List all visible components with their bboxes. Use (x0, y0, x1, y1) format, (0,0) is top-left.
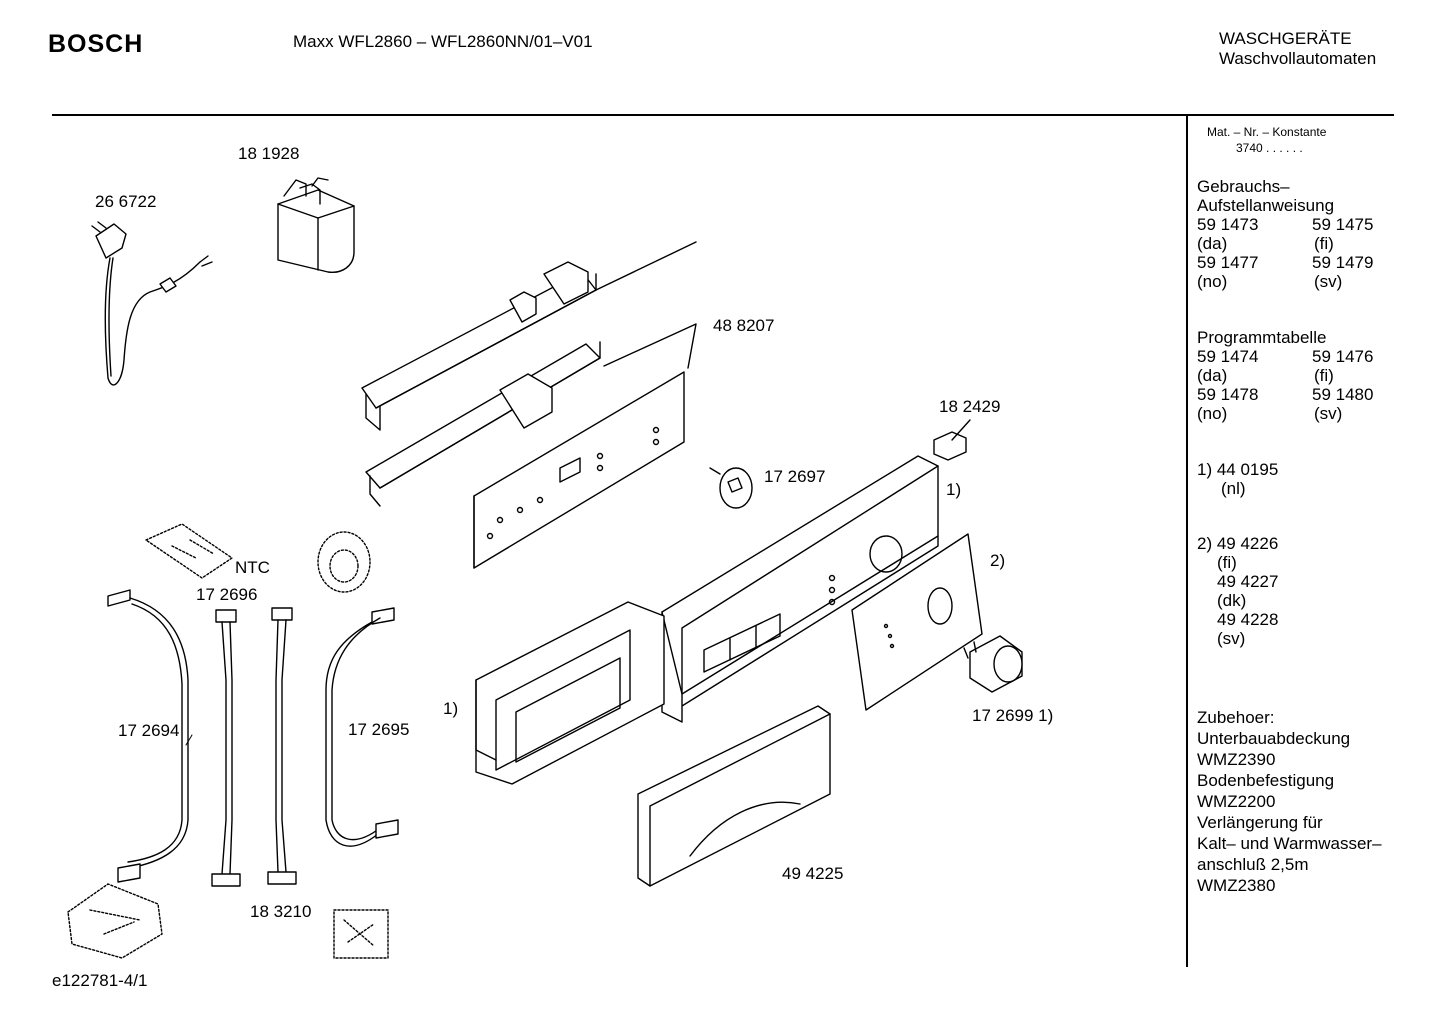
part-label: 17 2699 1) (972, 706, 1054, 725)
note2-line1: 2) 49 4226 (1197, 534, 1279, 553)
manual-row: (fi) (1314, 234, 1334, 253)
note2-line: (dk) (1217, 591, 1247, 610)
accessory-line: Kalt– und Warmwasser– (1197, 834, 1382, 853)
program-row: (sv) (1314, 404, 1343, 423)
accessory-line: anschluß 2,5m (1197, 855, 1309, 874)
program-row: 59 1476 (1312, 347, 1374, 366)
part-label: 48 8207 (713, 316, 775, 335)
manual-title-line2: Aufstellanweisung (1197, 196, 1335, 215)
module-frame-upper-drawing (361, 241, 697, 431)
footnote-marker: 1) (946, 480, 962, 499)
manual-row: 59 1479 (1312, 253, 1374, 272)
accessory-line: WMZ2390 (1197, 750, 1276, 769)
category-label: WASCHGERÄTE (1219, 29, 1352, 48)
note1-line2: (nl) (1221, 479, 1246, 498)
mat-number-value: 3740 . . . . . . (1236, 141, 1303, 155)
sidebar-divider (1186, 116, 1188, 967)
subcategory-label: Waschvollautomaten (1219, 49, 1377, 68)
program-knob-drawing (709, 467, 753, 509)
drawing-id: e122781-4/1 (52, 971, 148, 990)
manual-row: (no) (1197, 272, 1228, 291)
accessory-line: Verlängerung für (1197, 813, 1323, 832)
part-label: 26 6722 (95, 192, 157, 211)
power-cord-drawing (91, 221, 213, 386)
program-row: (da) (1197, 366, 1228, 385)
accessories-list: Zubehoer: Unterbauabdeckung WMZ2390 Bode… (1197, 707, 1382, 896)
manual-row: 59 1475 (1312, 215, 1374, 234)
note2-line: (fi) (1217, 553, 1237, 572)
brand-logo: BOSCH (48, 30, 144, 58)
header-divider (52, 114, 1394, 116)
filter-box-drawing (277, 177, 355, 273)
model-title: Maxx WFL2860 – WFL2860NN/01–V01 (293, 32, 593, 51)
manual-row: (sv) (1314, 272, 1343, 291)
footnote-marker: 1) (443, 699, 459, 718)
bracket-drawing (933, 419, 971, 461)
overlay-panel-drawing (851, 533, 983, 711)
heater-reference-drawing (67, 883, 163, 959)
part-label: 17 2694 (118, 721, 180, 740)
part-label: 17 2696 (196, 585, 258, 604)
manual-row: (da) (1197, 234, 1228, 253)
wire-harness-drawing (107, 589, 399, 887)
mat-number-heading: Mat. – Nr. – Konstante (1207, 125, 1327, 139)
ntc-sensor-drawing (145, 523, 233, 579)
part-label: 18 1928 (238, 144, 300, 163)
drawer-front-drawing (637, 705, 831, 887)
note2-line: (sv) (1217, 629, 1246, 648)
module-frame-lower-drawing (365, 341, 601, 507)
accessory-line: Bodenbefestigung (1197, 771, 1335, 790)
control-panel-drawing (661, 455, 939, 723)
exploded-parts-diagram (67, 177, 1023, 959)
part-label: 17 2695 (348, 720, 410, 739)
program-row: (fi) (1314, 366, 1334, 385)
note2-line: 49 4228 (1217, 610, 1279, 629)
accessory-line: WMZ2200 (1197, 792, 1276, 811)
accessory-line: WMZ2380 (1197, 876, 1276, 895)
circuit-board-drawing (473, 371, 685, 569)
program-row: 59 1478 (1197, 385, 1259, 404)
part-label: 17 2697 (764, 467, 826, 486)
leader-lines (185, 734, 193, 746)
part-label: 18 2429 (939, 397, 1001, 416)
accessory-line: Zubehoer: (1197, 708, 1275, 727)
sensor-reference-drawing (333, 909, 389, 959)
manual-title-line1: Gebrauchs– (1197, 177, 1290, 196)
selector-knob-drawing (963, 635, 1023, 693)
program-row: (no) (1197, 404, 1228, 423)
part-label: 49 4225 (782, 864, 844, 883)
drawer-frame-drawing (475, 601, 665, 785)
pump-reference-drawing (317, 531, 371, 593)
part-label: NTC (235, 558, 270, 577)
program-table-title: Programmtabelle (1197, 328, 1327, 347)
manual-row: 59 1477 (1197, 253, 1259, 272)
note1-line1: 1) 44 0195 (1197, 460, 1279, 479)
note2-line: 49 4227 (1217, 572, 1279, 591)
program-row: 59 1474 (1197, 347, 1259, 366)
program-row: 59 1480 (1312, 385, 1374, 404)
accessory-line: Unterbauabdeckung (1197, 729, 1351, 748)
manual-row: 59 1473 (1197, 215, 1259, 234)
footnote-marker: 2) (990, 551, 1006, 570)
part-label: 18 3210 (250, 902, 312, 921)
